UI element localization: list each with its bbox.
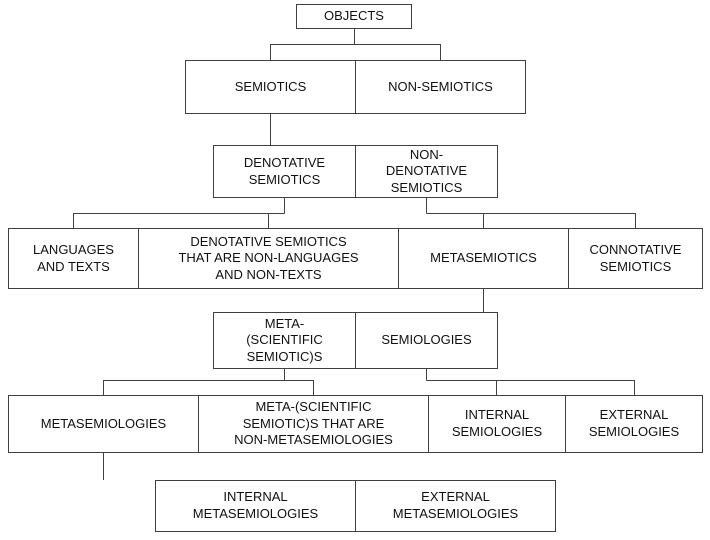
node-non-denotative-semiotics: NON- DENOTATIVE SEMIOTICS — [355, 145, 498, 198]
node-non-semiotics: NON-SEMIOTICS — [355, 60, 526, 114]
node-metasemiotics: METASEMIOTICS — [398, 228, 569, 289]
node-semiologies: SEMIOLOGIES — [355, 312, 498, 369]
node-meta-scientific-semiotics: META- (SCIENTIFIC SEMIOTIC)S — [213, 312, 356, 369]
node-denotative-non-languages: DENOTATIVE SEMIOTICS THAT ARE NON-LANGUA… — [138, 228, 399, 289]
node-denotative-semiotics: DENOTATIVE SEMIOTICS — [213, 145, 356, 198]
node-internal-semiologies: INTERNAL SEMIOLOGIES — [428, 395, 566, 453]
node-semiotics: SEMIOTICS — [185, 60, 356, 114]
node-metasemiologies: METASEMIOLOGIES — [8, 395, 199, 453]
node-internal-metasemiologies: INTERNAL METASEMIOLOGIES — [155, 480, 356, 532]
node-external-metasemiologies: EXTERNAL METASEMIOLOGIES — [355, 480, 556, 532]
node-external-semiologies: EXTERNAL SEMIOLOGIES — [565, 395, 703, 453]
node-objects: OBJECTS — [296, 4, 412, 29]
node-languages-and-texts: LANGUAGES AND TEXTS — [8, 228, 139, 289]
node-meta-scientific-non-metasemiologies: META-(SCIENTIFIC SEMIOTIC)S THAT ARE NON… — [198, 395, 429, 453]
node-connotative-semiotics: CONNOTATIVE SEMIOTICS — [568, 228, 703, 289]
